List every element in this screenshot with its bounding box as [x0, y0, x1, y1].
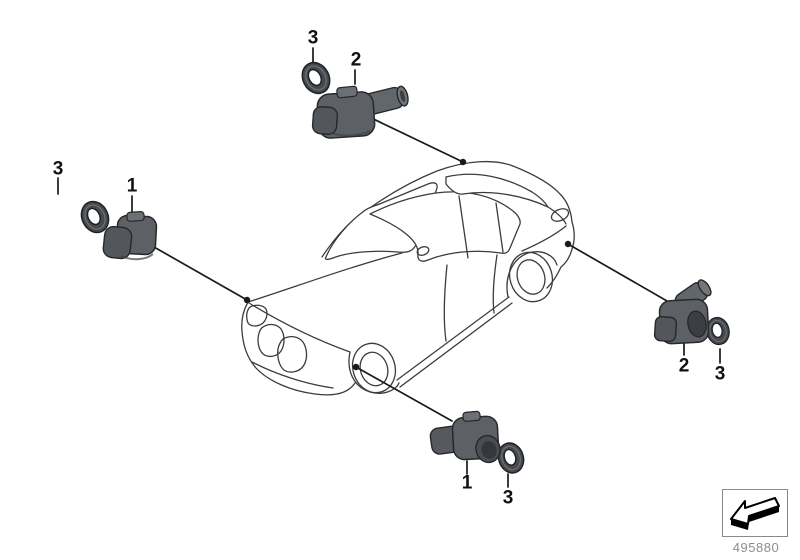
- callout-3-top-ring[interactable]: 3: [307, 27, 319, 49]
- car-front-bumper: [241, 301, 356, 396]
- car-rear-door-line: [492, 254, 498, 314]
- car-front-wheel-inner: [359, 351, 389, 387]
- callout-3-bottom-ring[interactable]: 3: [502, 487, 514, 509]
- car-rear-wheel-arch: [506, 251, 558, 298]
- car-sill-line: [399, 302, 513, 388]
- callout-ticks: [57, 47, 721, 488]
- car-mirror: [416, 246, 430, 256]
- car-trunk-line: [547, 206, 567, 225]
- callout-3-left-ring[interactable]: 3: [52, 158, 64, 180]
- diagram-part-number: 495880: [732, 540, 780, 555]
- car-bumper-crease: [251, 361, 334, 389]
- car-rocker-line: [396, 296, 510, 381]
- car-front-wheel: [351, 342, 397, 394]
- car-front-door-line: [443, 264, 448, 342]
- car-hood-edge: [247, 252, 403, 303]
- pdc-sensor-right: [653, 279, 712, 345]
- callout-1-left-sensor[interactable]: 1: [126, 175, 138, 197]
- car-rear-bumper: [546, 221, 575, 289]
- car-fender-line: [248, 302, 351, 353]
- leader-lines: [57, 47, 721, 488]
- callout-3-right-ring[interactable]: 3: [714, 363, 726, 385]
- leader-right-sensor: [564, 240, 668, 302]
- direction-of-travel-arrow-icon: [730, 497, 780, 530]
- car-rear-shoulder: [521, 225, 567, 252]
- callout-1-bottom-sensor[interactable]: 1: [461, 472, 473, 494]
- car-headlight: [246, 304, 268, 327]
- callout-2-top-sensor[interactable]: 2: [350, 49, 362, 71]
- pdc-sensor-bottom: [429, 410, 501, 464]
- pdc-sensor-top: [311, 85, 409, 139]
- leader-bottom-sensor: [352, 363, 453, 422]
- pdc-sensor-left: [102, 210, 158, 261]
- leader-left-sensor: [153, 246, 251, 304]
- callout-2-right-sensor[interactable]: 2: [678, 355, 690, 377]
- leader-top-sensor: [362, 113, 467, 166]
- car-rear-wheel-inner: [516, 259, 546, 295]
- car-illustration: [241, 160, 575, 396]
- direction-of-travel-box: [722, 489, 788, 537]
- decoupling-ring-top: [296, 57, 336, 99]
- car-b-pillar: [458, 195, 469, 259]
- car-c-divider: [495, 202, 504, 253]
- car-rear-wheel: [508, 251, 554, 303]
- car-taillight: [550, 208, 570, 222]
- car-grille-left-kidney: [257, 323, 285, 358]
- car-grille-right-kidney: [277, 335, 308, 373]
